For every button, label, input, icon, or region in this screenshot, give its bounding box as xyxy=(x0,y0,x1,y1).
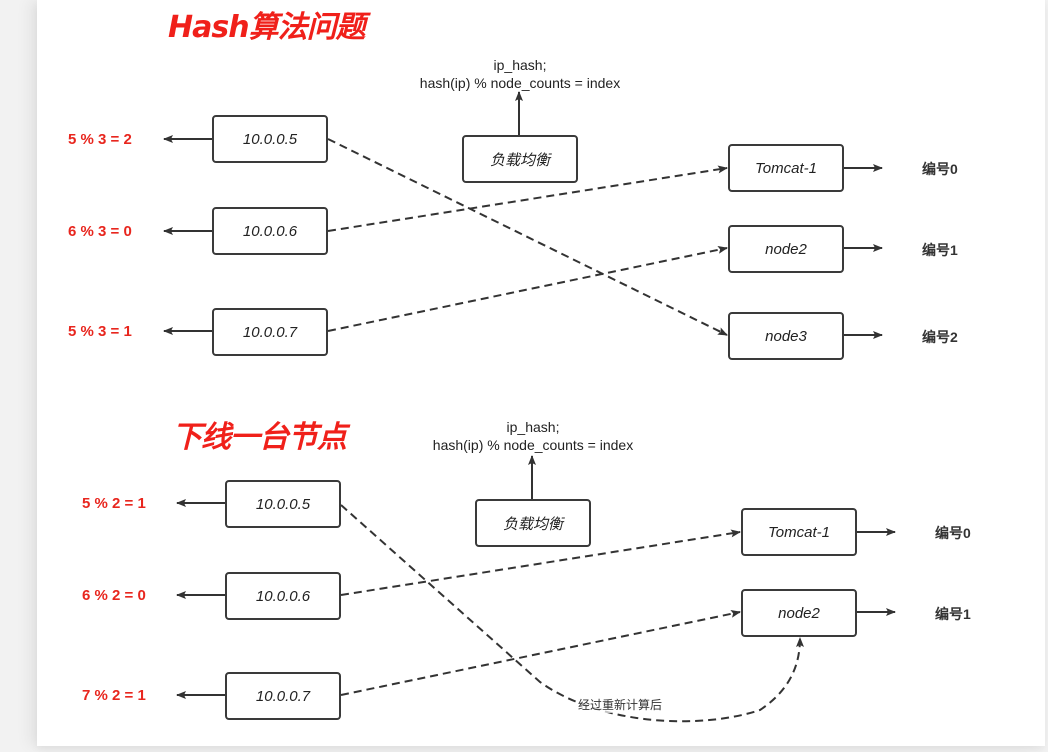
dashed-s2-client1-recalc-curve xyxy=(340,504,804,723)
server-node-box: node2 xyxy=(741,589,857,637)
dashed-client3-node2 xyxy=(327,245,728,332)
diagram-canvas xyxy=(37,0,1045,746)
dashed-client1-node3 xyxy=(327,138,728,336)
client-box: 10.0.0.5 xyxy=(212,115,328,163)
server-node-box: node3 xyxy=(728,312,844,360)
dashed-s2-client3-node2 xyxy=(340,609,741,696)
dashed-s2-client2-tomcat1 xyxy=(340,529,741,596)
node-index-label: 编号1 xyxy=(922,242,958,258)
server-node-box: Tomcat-1 xyxy=(741,508,857,556)
server-node-box: Tomcat-1 xyxy=(728,144,844,192)
client-box: 10.0.0.6 xyxy=(225,572,341,620)
formula-line1: ip_hash; xyxy=(493,57,547,73)
calc-label: 5 % 3 = 2 xyxy=(68,131,132,148)
node-index-label: 编号1 xyxy=(935,606,971,622)
recalc-note: 经过重新计算后 xyxy=(578,696,663,713)
dashed-client2-tomcat1 xyxy=(327,165,728,232)
load-balancer-box: 负载均衡 xyxy=(462,135,578,183)
formula-line1: ip_hash; xyxy=(506,419,560,435)
load-balancer-box: 负载均衡 xyxy=(475,499,591,547)
section1-title: Hash算法问题 xyxy=(168,10,366,45)
client-box: 10.0.0.6 xyxy=(212,207,328,255)
formula-line2: hash(ip) % node_counts = index xyxy=(432,437,634,453)
client-box: 10.0.0.5 xyxy=(225,480,341,528)
node-index-label: 编号0 xyxy=(935,525,971,541)
calc-label: 6 % 2 = 0 xyxy=(82,587,146,604)
section2-title: 下线一台节点 xyxy=(172,420,347,455)
server-node-box: node2 xyxy=(728,225,844,273)
node-index-label: 编号0 xyxy=(922,161,958,177)
calc-label: 6 % 3 = 0 xyxy=(68,223,132,240)
section1-formula: ip_hash; hash(ip) % node_counts = index xyxy=(400,56,640,92)
section2-formula: ip_hash; hash(ip) % node_counts = index xyxy=(413,418,653,454)
formula-line2: hash(ip) % node_counts = index xyxy=(419,75,621,91)
client-box: 10.0.0.7 xyxy=(225,672,341,720)
client-box: 10.0.0.7 xyxy=(212,308,328,356)
calc-label: 7 % 2 = 1 xyxy=(82,687,146,704)
node-index-label: 编号2 xyxy=(922,329,958,345)
calc-label: 5 % 3 = 1 xyxy=(68,323,132,340)
calc-label: 5 % 2 = 1 xyxy=(82,495,146,512)
